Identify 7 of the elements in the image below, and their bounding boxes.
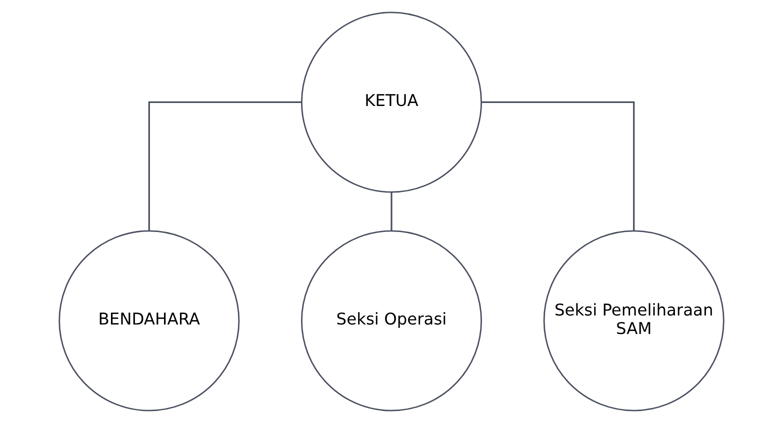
connector: [480, 101, 634, 231]
node-circle: Seksi Operasi: [300, 230, 482, 412]
connector: [148, 101, 302, 231]
connector: [390, 192, 392, 231]
node-circle: BENDAHARA: [58, 230, 240, 412]
node-circle: KETUA: [300, 12, 482, 193]
node-circle: Seksi Pemeliharaan SAM: [542, 230, 724, 412]
